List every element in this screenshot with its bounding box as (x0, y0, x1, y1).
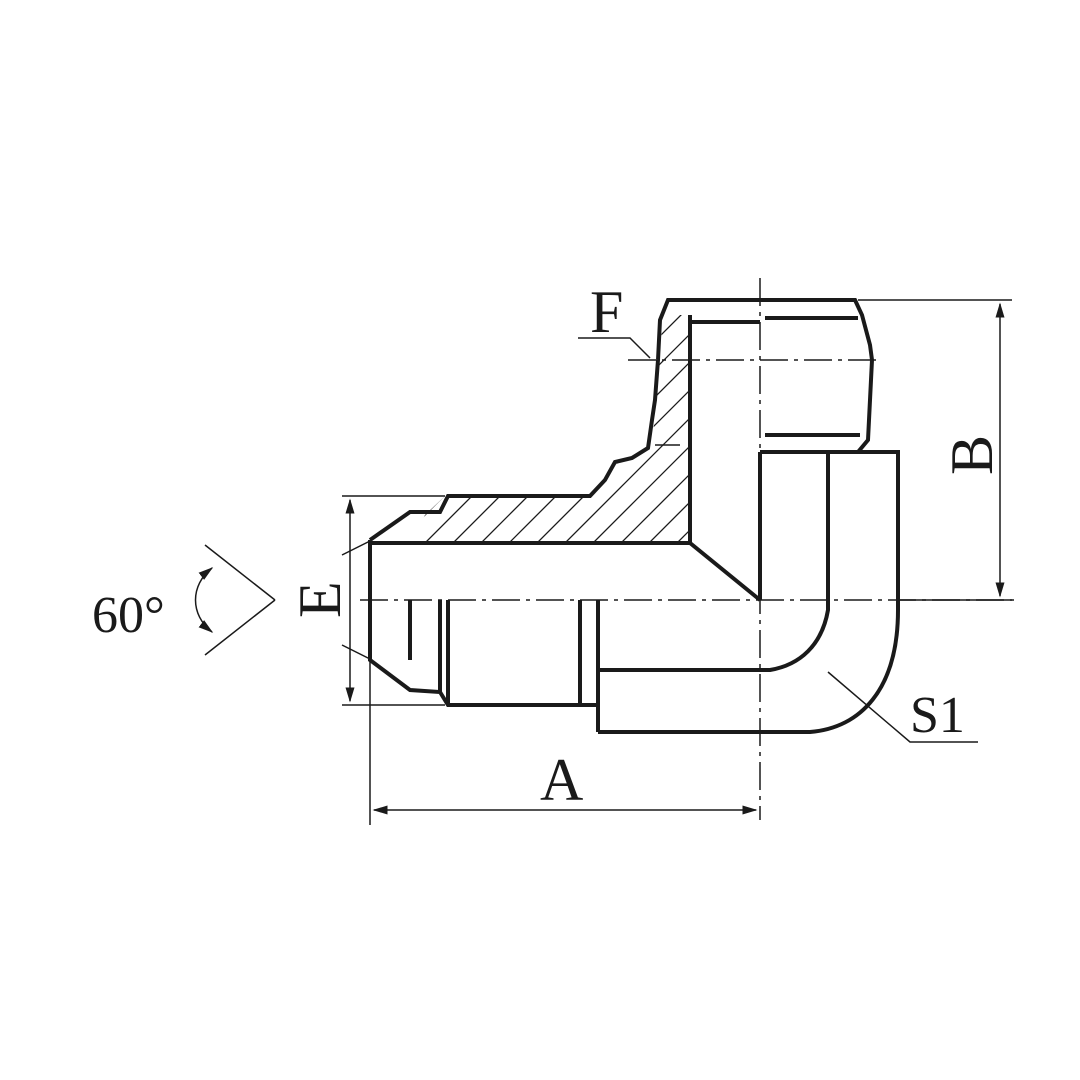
hatch-line (1024, 260, 1080, 560)
dim-f-label: F (590, 279, 623, 345)
hatch-line (828, 260, 1080, 560)
angle-leg-upper (204, 544, 276, 601)
flare-leg-lower (341, 644, 373, 661)
section-hatching (410, 260, 1080, 560)
hatch-line (687, 315, 690, 545)
hatch-line (1052, 260, 1080, 560)
hatch-line (968, 260, 1080, 560)
angle-leg-lower (204, 599, 276, 656)
hatch-line (996, 260, 1080, 560)
hatch-line (884, 260, 1080, 560)
dimension-labels: 60° A F S1 B E (92, 279, 1005, 813)
dimension-lines (194, 299, 1012, 825)
flare-leg-upper (341, 539, 373, 556)
dim-s1-label: S1 (910, 687, 965, 744)
dim-e-label: E (287, 581, 353, 618)
dim-a-label: A (540, 747, 583, 813)
hatch-line (856, 260, 1080, 560)
hatch-line (659, 315, 690, 545)
angle-label: 60° (92, 587, 165, 644)
hatch-line (940, 260, 1080, 560)
fitting-body-outline (368, 298, 900, 734)
hatch-line (491, 315, 690, 545)
hatch-line (772, 260, 1072, 560)
hatch-line (603, 315, 690, 545)
dim-s1-leader (827, 671, 978, 743)
hatch-line (519, 315, 690, 545)
hatch-line (410, 315, 681, 545)
angle-arc (194, 567, 214, 633)
hatch-line (912, 260, 1080, 560)
hatch-line (800, 260, 1080, 560)
hatch-line (410, 315, 690, 545)
dim-b-label: B (939, 435, 1005, 475)
dim-f-leader (578, 337, 651, 359)
hatch-line (744, 260, 1044, 560)
hatch-line (631, 315, 690, 545)
hatch-line (575, 315, 690, 545)
hatch-line (547, 315, 690, 545)
